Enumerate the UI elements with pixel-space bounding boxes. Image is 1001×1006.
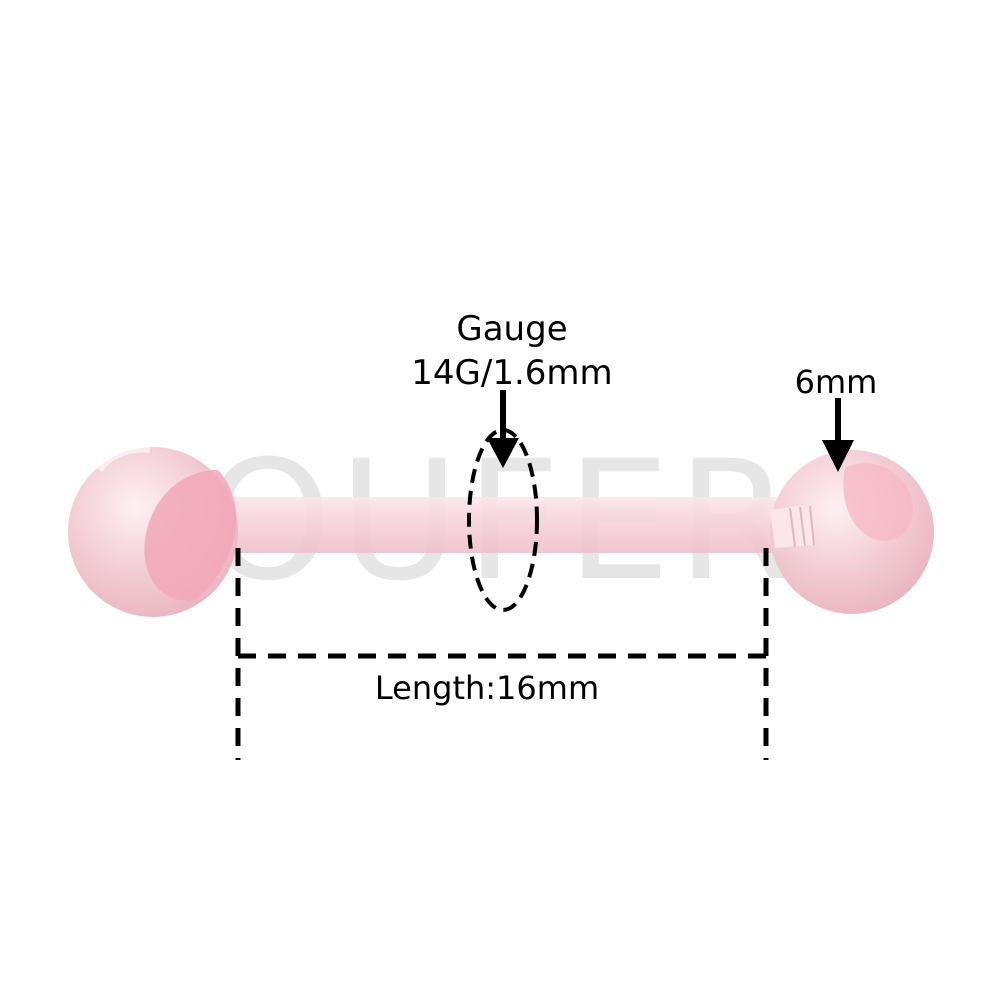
gauge-arrow (487, 390, 519, 468)
gauge-title-label: Gauge (456, 309, 567, 349)
gauge-value-label: 14G/1.6mm (411, 353, 612, 393)
length-dimension (235, 548, 769, 760)
ball-size-arrow (822, 398, 854, 472)
length-label: Length:16mm (375, 669, 599, 707)
right-ball (770, 450, 934, 614)
left-ball-swirl (144, 470, 237, 601)
gauge-ellipse (467, 428, 539, 612)
right-ball-highlight (843, 463, 914, 541)
ball-size-label: 6mm (795, 363, 878, 401)
barbell-bar (225, 497, 780, 553)
left-ball (68, 446, 238, 617)
